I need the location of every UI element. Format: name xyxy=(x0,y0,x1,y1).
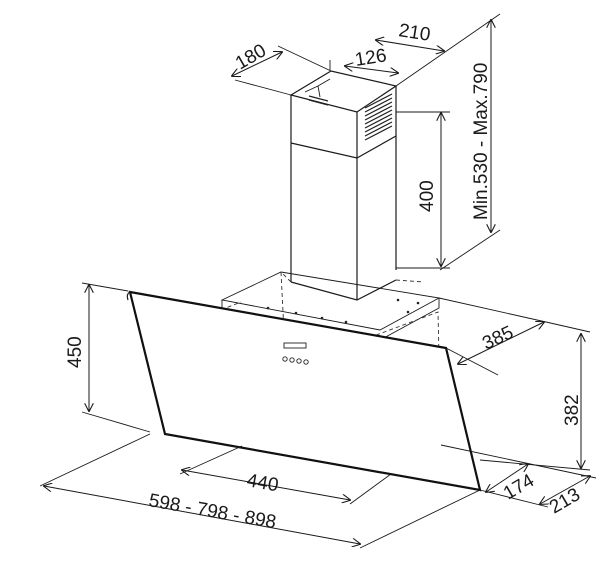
display-icon xyxy=(283,342,307,349)
dimension-lines xyxy=(39,13,597,549)
label-body-depth: 385 xyxy=(479,322,517,354)
control-button xyxy=(289,357,295,363)
label-chimney-lower: 400 xyxy=(417,180,438,212)
label-chimney-range: Min.530 - Max.790 xyxy=(471,63,492,220)
vent-grille-icon xyxy=(308,93,393,141)
control-panel xyxy=(282,342,309,365)
label-right-height: 382 xyxy=(562,394,583,426)
label-inner-width: 440 xyxy=(245,470,280,496)
label-canopy-height: 450 xyxy=(65,336,86,368)
label-duct-vent: 126 xyxy=(353,45,388,71)
label-bottom-depth-large: 213 xyxy=(546,484,584,518)
label-hood-widths: 598 - 798 - 898 xyxy=(147,490,278,533)
mounting-holes-icon xyxy=(266,298,420,324)
label-duct-depth: 180 xyxy=(232,40,270,74)
control-button xyxy=(296,358,302,364)
glass-panel xyxy=(126,290,482,492)
control-button xyxy=(282,356,288,362)
control-button xyxy=(303,359,309,365)
chimney-duct xyxy=(289,70,398,301)
label-duct-width: 210 xyxy=(397,20,432,46)
label-bottom-depth-small: 174 xyxy=(500,470,538,504)
